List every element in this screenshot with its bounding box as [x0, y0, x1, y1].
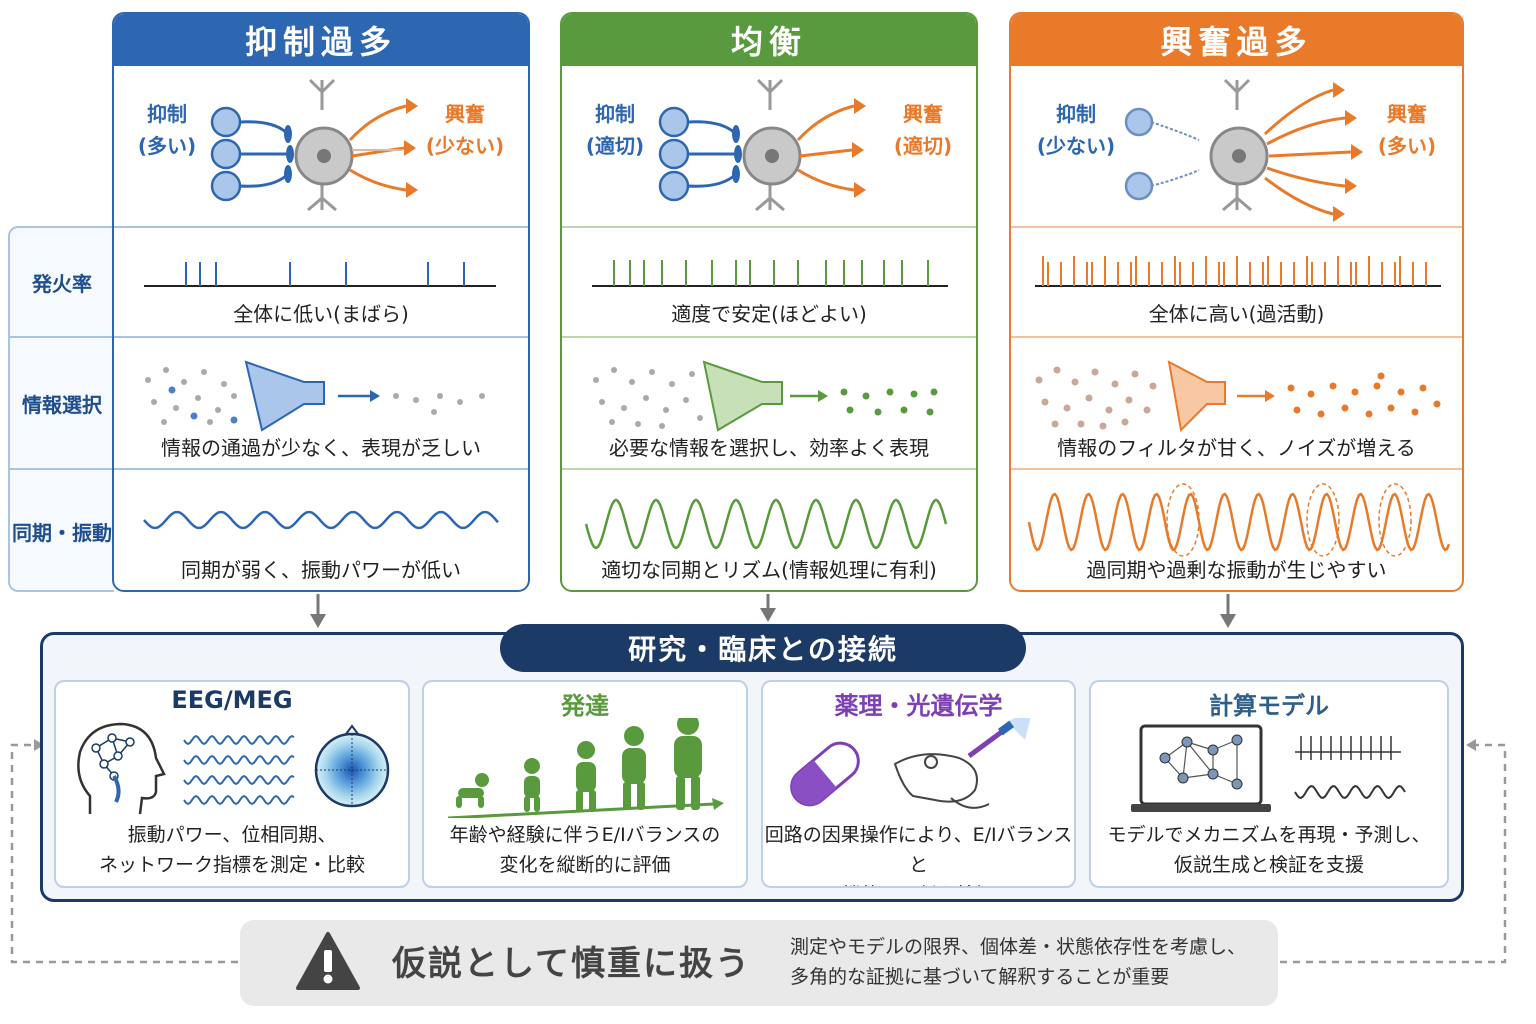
column-inhibition-dominant: 抑制過多 抑制(多い) 興奮(少ない) 全体 — [112, 12, 530, 592]
inhibition-label: 抑制(適切) — [585, 102, 645, 158]
row-label-selection: 情報選択 — [22, 392, 102, 417]
caution-banner — [240, 920, 1278, 1006]
row-label-firing: 発火率 — [32, 271, 92, 296]
firing-caption: 適度で安定(ほどよい) — [671, 302, 867, 326]
eeg-illustration — [77, 722, 390, 815]
card-eeg-meg: EEG/MEG 振動パワー、位相同期、ネットワーク指標を測定・比較 — [54, 680, 410, 888]
sync-caption: 同期が弱く、振動パワーが低い — [181, 558, 461, 582]
firing-rate-raster — [592, 260, 948, 287]
card-title: EEG/MEG — [171, 686, 293, 714]
firing-caption: 全体に高い(過活動) — [1148, 302, 1325, 326]
inhibition-label: 抑制(多い) — [137, 102, 197, 158]
oscillation-wave — [1027, 483, 1451, 557]
scalp-topography-icon — [314, 724, 390, 808]
computational-model-illustration — [1131, 724, 1406, 812]
caution-title: 仮説として慎重に扱う — [392, 944, 751, 984]
card-title: 計算モデル — [1209, 692, 1329, 720]
excitation-label: 興奮(多い) — [1377, 102, 1437, 158]
neuron-diagram — [1124, 78, 1363, 222]
selection-caption: 情報の通過が少なく、表現が乏しい — [161, 436, 481, 460]
card-description: 振動パワー、位相同期、ネットワーク指標を測定・比較 — [98, 824, 365, 876]
sync-caption: 適切な同期とリズム(情報処理に有利) — [601, 558, 937, 582]
information-selection-filter — [593, 360, 938, 432]
selection-caption: 情報のフィルタが甘く、ノイズが増える — [1057, 436, 1416, 460]
warning-triangle-icon — [296, 932, 360, 990]
mouse-icon — [893, 753, 990, 809]
excitation-label: 興奮(適切) — [893, 102, 953, 158]
row-label-sync: 同期・振動 — [12, 520, 112, 545]
information-selection-filter — [145, 360, 485, 432]
research-title: 研究・臨床との接続 — [500, 624, 1026, 672]
inhibition-label: 抑制(少ない) — [1036, 102, 1116, 158]
caution-description: 測定やモデルの限界、個体差・状態依存性を考慮し、多角的な証拠に基づいて解釈するこ… — [790, 936, 1247, 988]
card-computational-model: 計算モデル モデルでメカニズムを再現・予測し、仮説生成と検証を支援 — [1089, 680, 1449, 888]
excitation-label: 興奮(少ない) — [425, 102, 505, 158]
neuron-diagram — [210, 78, 418, 212]
firing-rate-raster — [144, 262, 496, 287]
firing-rate-raster — [1035, 256, 1441, 287]
card-description: 年齢や経験に伴うE/Iバランスの変化を縦断的に評価 — [449, 824, 721, 876]
column-excitation-dominant: 興奮過多 抑制(少ない) 興奮(多い) 全体に高い(過活動) — [1009, 12, 1464, 592]
column-balanced: 均衡 抑制(適切) 興奮(適切) — [560, 12, 978, 592]
laptop-icon — [1131, 724, 1271, 812]
pharmacology-illustration — [790, 718, 1031, 809]
card-description: モデルでメカニズムを再現・予測し、仮説生成と検証を支援 — [1107, 824, 1431, 876]
oscillation-wave — [143, 510, 499, 530]
column-title: 興奮過多 — [1011, 14, 1462, 66]
card-title: 発達 — [561, 692, 609, 720]
row-label-strip: 発火率 情報選択 同期・振動 — [8, 226, 114, 592]
firing-caption: 全体に低い(まばら) — [233, 302, 409, 326]
information-selection-filter — [1035, 360, 1441, 432]
development-illustration — [447, 718, 724, 818]
capsule-icon — [790, 741, 860, 807]
card-title: 薬理・光遺伝学 — [834, 692, 1003, 720]
column-title: 均衡 — [562, 14, 976, 66]
selection-caption: 必要な情報を選択し、効率よく表現 — [609, 436, 929, 460]
card-description: 回路の因果操作により、E/Iバランスと機能の関係を検証 — [764, 824, 1073, 886]
oscillation-wave — [584, 498, 948, 550]
head-profile-icon — [77, 722, 166, 815]
card-pharmacology-optogenetics: 薬理・光遺伝学 回路の因果操作により、E/Iバランスと機能の関係を検証 — [761, 680, 1076, 888]
sync-caption: 過同期や過剰な振動が生じやすい — [1086, 558, 1387, 582]
card-development: 発達 年齢や経験に伴うE/Iバランスの変化を縦断的に評価 — [422, 680, 748, 888]
column-title: 抑制過多 — [114, 14, 528, 66]
growth-figures-icon — [456, 718, 702, 812]
neuron-diagram — [658, 78, 866, 212]
